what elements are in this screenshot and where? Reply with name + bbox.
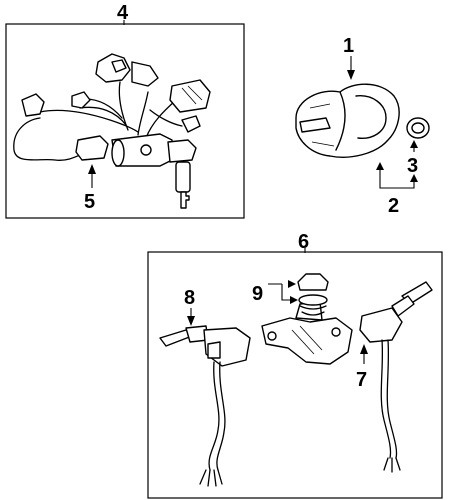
group-6-box	[147, 251, 443, 499]
callout-9-leader	[268, 283, 292, 301]
callout-8: 8	[184, 287, 195, 309]
lock-bezel	[406, 117, 430, 139]
wiper-switch	[359, 281, 433, 473]
callout-3: 3	[407, 155, 418, 177]
column-cover	[295, 83, 400, 158]
callout-9: 9	[252, 283, 263, 305]
callout-2-leader	[379, 168, 415, 189]
group-4-box	[5, 23, 245, 219]
callout-1: 1	[343, 35, 354, 57]
switch-body	[261, 301, 353, 365]
callout-2: 2	[388, 195, 399, 217]
callout-4: 4	[117, 2, 129, 24]
ignition-switch-harness	[13, 53, 211, 209]
turn-signal-switch	[159, 325, 251, 487]
callout-6: 6	[298, 231, 309, 253]
cancel-cam	[297, 273, 329, 316]
callout-5: 5	[84, 191, 95, 213]
callout-7: 7	[356, 369, 367, 391]
